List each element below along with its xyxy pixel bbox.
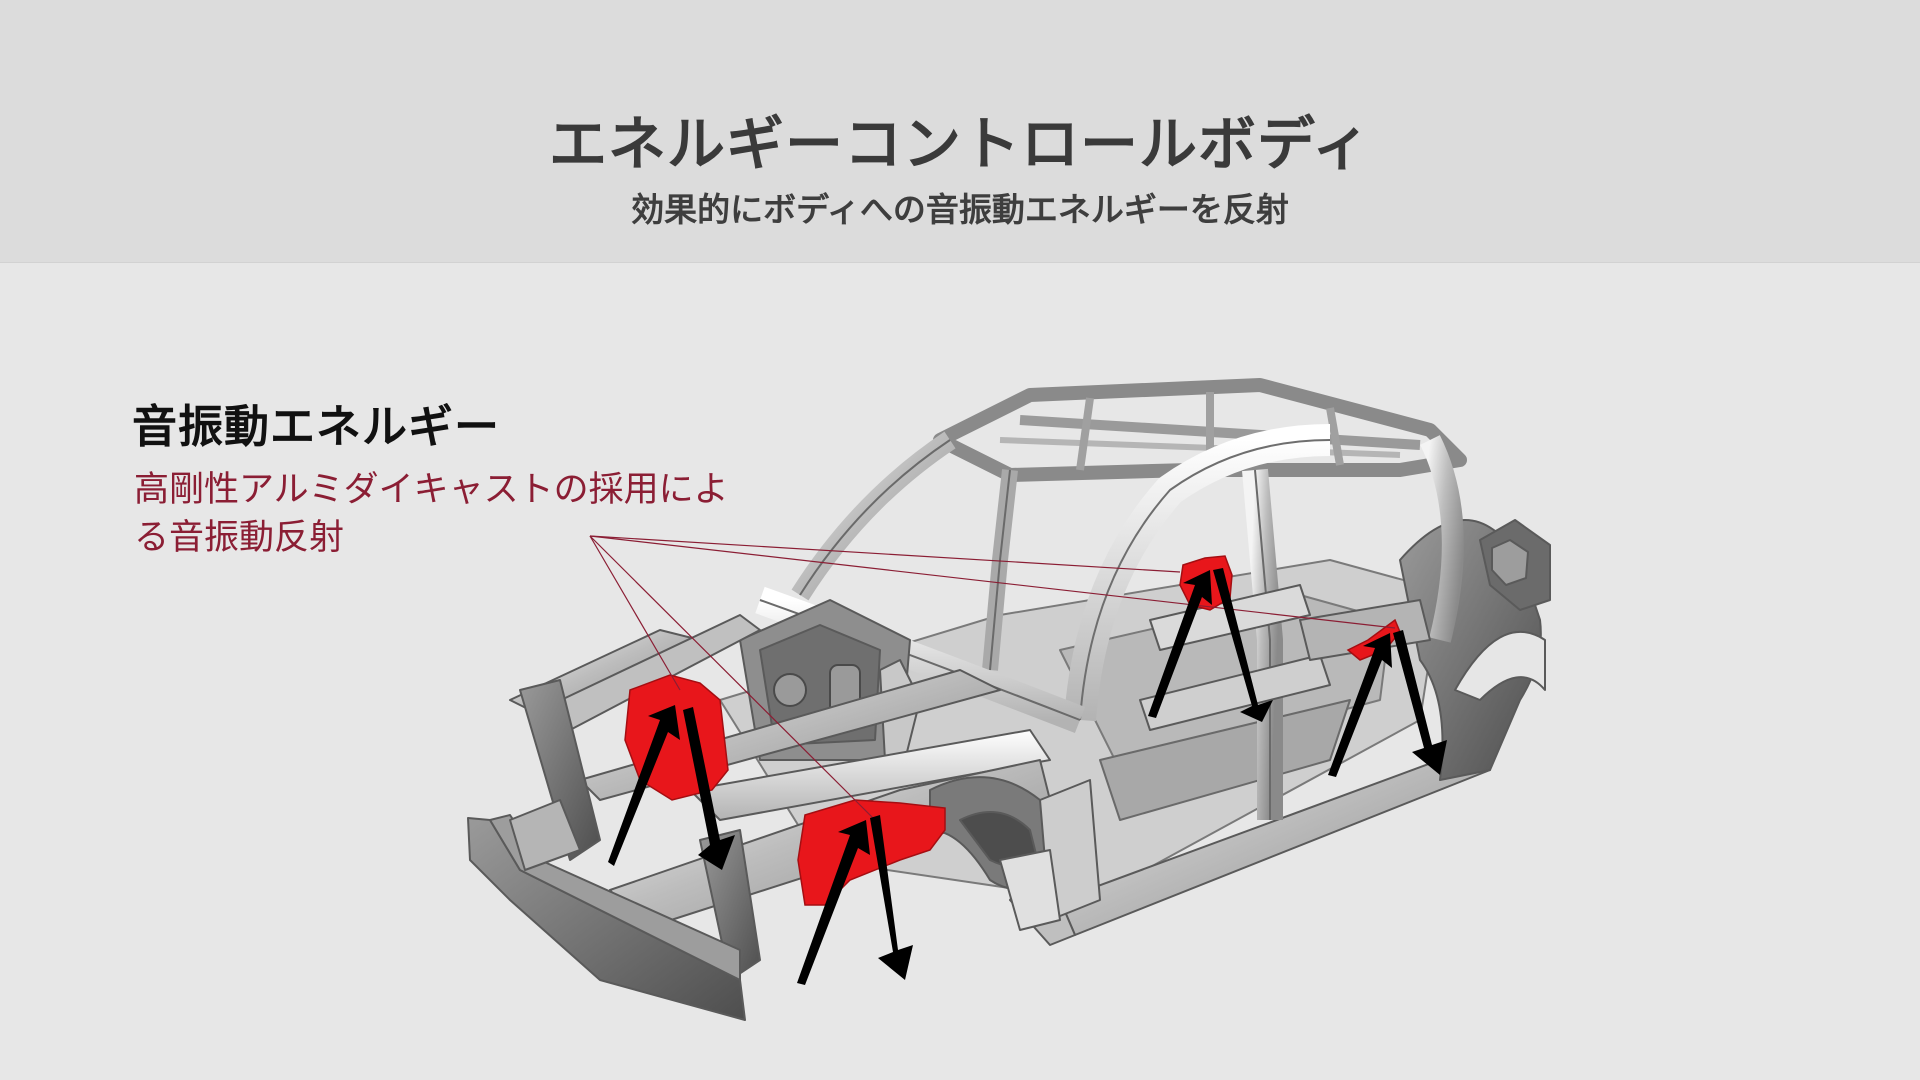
arrow-out-rear — [1393, 630, 1447, 775]
section-description: 高剛性アルミダイキャストの採用による音振動反射 — [134, 470, 729, 558]
arrow-out-front-right — [870, 815, 913, 980]
car-frame — [467, 378, 1551, 1021]
leader-lines — [589, 535, 1396, 821]
page-title: エネルギーコントロールボディ — [549, 110, 1371, 178]
arrow-in-front-right — [797, 820, 870, 985]
arrow-in-b-pillar — [1148, 570, 1212, 718]
page-subtitle: 効果的にボディへの音振動エネルギーを反射 — [631, 190, 1289, 229]
section-heading: 音振動エネルギー — [132, 400, 501, 453]
header-band — [0, 0, 1920, 263]
arrow-in-rear — [1328, 633, 1392, 777]
reflection-arrows — [608, 568, 1447, 985]
arrow-out-b-pillar — [1213, 568, 1273, 722]
arrow-out-front-left — [683, 707, 735, 870]
arrow-in-front-left — [608, 705, 680, 866]
